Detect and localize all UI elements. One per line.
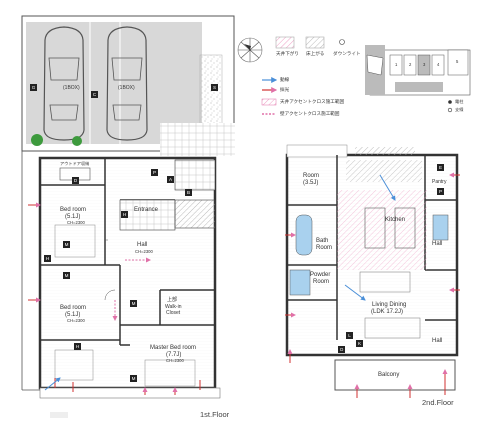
badge-h1: H [121, 211, 128, 218]
master-name: Master Bed room [150, 345, 197, 351]
ceiling-accent-icon [261, 98, 277, 106]
utility-pole-icon [448, 100, 452, 104]
balcony-name: Balcony [378, 372, 400, 378]
second-floor-title: 2nd.Floor [422, 398, 454, 407]
badge-a: A [167, 176, 174, 183]
car-left-icon [43, 26, 85, 141]
legend-downlight-text: ダウンライト [333, 51, 361, 56]
legend-floor-text: 床上がる [306, 51, 325, 56]
bedroom1-ch: CH=2300 [67, 220, 85, 225]
pantry-name: Pantry [432, 179, 447, 185]
walkin-name2: Closet [166, 310, 181, 316]
master-ch: CH=2300 [166, 358, 184, 363]
badge-m3: M [130, 300, 137, 307]
car-right-icon [106, 26, 148, 141]
legend-wall-accent-text: 壁アクセントクロス施工範囲 [280, 111, 340, 116]
badge-g: G [30, 84, 37, 91]
guy-wire-icon [447, 107, 453, 113]
scale-tab [50, 412, 68, 418]
hall-name: Hall [137, 242, 148, 248]
badge-e: E [437, 164, 444, 171]
legend-swatch-floor [305, 36, 325, 49]
hall-ch: CH=2300 [135, 249, 153, 254]
legend-ceiling-text: 天井下がり [276, 51, 299, 56]
first-floor-title: 1st.Floor [200, 410, 230, 419]
site-plot-5: 5 [456, 59, 459, 64]
site-plot-2: 2 [409, 62, 412, 67]
hall-right-name: Hall [432, 241, 443, 247]
outdoor-storage-label: アウトドア収納 [60, 161, 90, 166]
badge-b: B [185, 189, 192, 196]
legend-ceiling-accent-text: 天井アクセントクロス施工範囲 [280, 99, 345, 104]
badge-h2: H [44, 255, 51, 262]
site-note-pole: 電柱 [455, 99, 464, 104]
bedroom2-ch: CH=2300 [67, 318, 85, 323]
downlight-icon [339, 39, 345, 45]
badge-l: L [346, 332, 353, 339]
compass-icon [237, 37, 263, 63]
first-floor-plan [21, 150, 221, 399]
upper-label: 上部 [167, 297, 178, 303]
legend-daylight-text: 採光 [280, 87, 290, 92]
bath-name: Bath [316, 238, 329, 244]
hall-bottom-name: Hall [432, 338, 443, 344]
room-size: (3.5J) [303, 180, 319, 186]
parking-right-label: (1BOX) [118, 85, 135, 91]
badge-p: P [151, 169, 158, 176]
badge-c: C [91, 91, 98, 98]
badge-m4: M [130, 375, 137, 382]
second-floor-plan [285, 144, 460, 398]
badge-k: K [356, 340, 363, 347]
powder-name: Powder [310, 272, 331, 278]
site-note-wire: 支線 [455, 107, 464, 112]
badge-m2: M [63, 272, 70, 279]
approach-tiles [160, 123, 235, 156]
badge-p2: P [437, 188, 444, 195]
bedroom2-name: Bed room [60, 305, 87, 311]
site-plot-1: 1 [395, 62, 398, 67]
legend-swatch-ceiling [275, 36, 295, 49]
master-size: (7.7J) [166, 352, 182, 358]
bedroom2-size: (5.1J) [65, 312, 81, 318]
badge-s: S [211, 84, 218, 91]
living-size: (LDK 17.2J) [371, 309, 404, 315]
parking-left-label: (1BOX) [63, 85, 80, 91]
badge-o: O [338, 346, 345, 353]
legend-flow-text: 動線 [280, 77, 290, 82]
powder-name2: Room [313, 279, 330, 285]
parking-area [21, 15, 235, 152]
bedroom1-size: (5.1J) [65, 214, 81, 220]
kitchen-name: Kitchen [385, 217, 406, 223]
badge-h3: H [74, 343, 81, 350]
bath-name2: Room [316, 245, 333, 251]
walkin-name: Walk-in [165, 304, 182, 310]
site-plot-4: 4 [437, 62, 440, 67]
living-name: Living Dining [372, 302, 407, 308]
bedroom1-name: Bed room [60, 207, 87, 213]
site-map [365, 45, 471, 113]
entrance-name: Entrance [134, 207, 159, 213]
badge-m1: M [63, 241, 70, 248]
room-name: Room [303, 173, 320, 179]
badge-d: D [72, 177, 79, 184]
site-plot-3: 3 [423, 62, 426, 67]
